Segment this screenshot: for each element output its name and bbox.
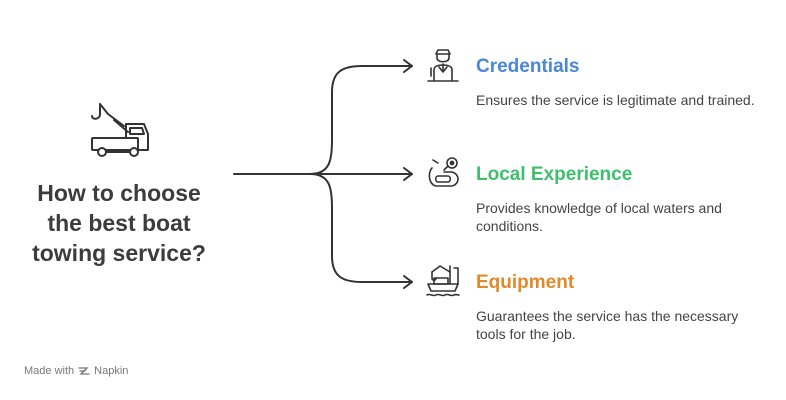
branch-title-equipment: Equipment <box>476 272 575 293</box>
connector-top <box>309 65 413 175</box>
arrow-bottom <box>403 275 413 289</box>
connector-bottom <box>309 173 413 283</box>
branch-desc-credentials: Ensures the service is legitimate and tr… <box>476 92 755 108</box>
arrow-middle <box>403 167 413 181</box>
map-location-icon <box>428 157 459 187</box>
branch-desc-local-experience: Provides knowledge of local waters and c… <box>476 200 722 234</box>
arrow-top <box>403 59 413 73</box>
napkin-brand-label: Napkin <box>94 365 129 377</box>
tow-truck-icon <box>91 103 149 157</box>
napkin-logo-icon <box>78 367 90 375</box>
made-with-label: Made with <box>24 365 75 377</box>
branch-title-credentials: Credentials <box>476 56 580 77</box>
branch-desc-equipment: Guarantees the service has the necessary… <box>476 308 739 342</box>
tow-boat-icon <box>426 265 460 297</box>
central-question: How to choose the best boat towing servi… <box>32 180 206 266</box>
captain-icon <box>427 49 459 82</box>
footer-attribution: Made with Napkin <box>24 365 128 377</box>
branch-title-local-experience: Local Experience <box>476 164 633 185</box>
